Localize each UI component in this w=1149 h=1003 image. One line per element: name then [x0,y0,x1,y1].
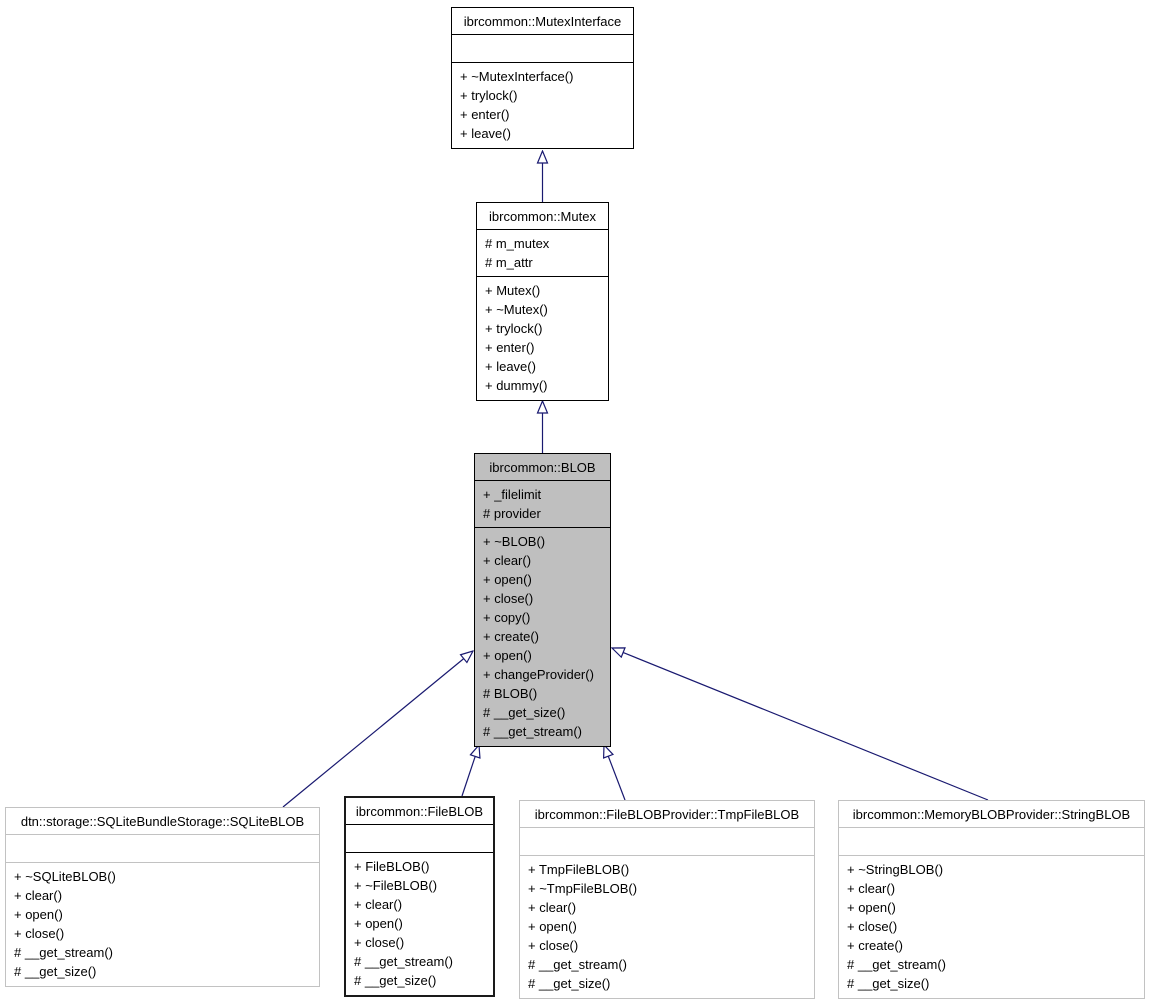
method-label: + copy() [483,610,531,625]
method-label: # __get_stream() [354,954,453,969]
class-title: dtn::storage::SQLiteBundleStorage::SQLit… [20,814,305,829]
methods-section: + ~BLOB() + clear() + open() + close() +… [475,527,610,746]
attribute-label: # provider [483,506,541,521]
edge-sqliteblob-to-blob [282,651,473,808]
method-label: # __get_size() [847,976,930,991]
method-label: + clear() [528,900,577,915]
method-label: # __get_stream() [483,724,582,739]
edge-fileblob-to-blob [461,745,479,797]
method-label: + Mutex() [485,283,541,298]
method-label: + trylock() [460,88,518,103]
method-label: + FileBLOB() [354,859,430,874]
method-label: + ~BLOB() [483,534,546,549]
methods-section: + Mutex() + ~Mutex() + trylock() + enter… [477,276,608,400]
method-label: # __get_size() [528,976,611,991]
method-label: + ~FileBLOB() [354,878,438,893]
method-label: + open() [528,919,577,934]
method-label: + leave() [485,359,536,374]
attributes-section [452,34,633,62]
edge-tmpfileblob-to-blob [604,745,626,801]
class-title: ibrcommon::MemoryBLOBProvider::StringBLO… [852,807,1131,822]
method-label: # __get_stream() [528,957,627,972]
attribute-label: + _filelimit [483,487,542,502]
method-label: + open() [847,900,896,915]
method-label: + ~StringBLOB() [847,862,944,877]
attributes-section: # m_mutex # m_attr [477,229,608,276]
edge-stringblob-to-blob [612,648,989,801]
method-label: + clear() [14,888,63,903]
method-label: + open() [354,916,403,931]
class-box-stringblob[interactable]: ibrcommon::MemoryBLOBProvider::StringBLO… [838,800,1145,999]
method-label: + create() [483,629,539,644]
attributes-section [839,827,1144,855]
method-label: + enter() [485,340,535,355]
method-label: + ~Mutex() [485,302,548,317]
methods-section: + TmpFileBLOB() + ~TmpFileBLOB() + clear… [520,855,814,998]
method-label: + TmpFileBLOB() [528,862,630,877]
method-label: + ~TmpFileBLOB() [528,881,638,896]
class-title: ibrcommon::MutexInterface [463,14,622,29]
method-label: + close() [14,926,65,941]
method-label: # __get_size() [483,705,566,720]
method-label: + enter() [460,107,510,122]
method-label: + close() [483,591,534,606]
method-label: + changeProvider() [483,667,594,682]
methods-section: + FileBLOB() + ~FileBLOB() + clear() + o… [346,852,493,995]
method-label: + clear() [483,553,532,568]
method-label: + close() [528,938,579,953]
class-box-mutexinterface[interactable]: ibrcommon::MutexInterface + ~MutexInterf… [451,7,634,149]
class-title: ibrcommon::FileBLOBProvider::TmpFileBLOB [534,807,800,822]
method-label: + create() [847,938,903,953]
method-label: + clear() [354,897,403,912]
class-box-sqliteblob[interactable]: dtn::storage::SQLiteBundleStorage::SQLit… [5,807,320,987]
methods-section: + ~StringBLOB() + clear() + open() + clo… [839,855,1144,998]
method-label: # BLOB() [483,686,538,701]
method-label: + open() [483,572,532,587]
attributes-section: + _filelimit # provider [475,480,610,527]
attribute-label: # m_attr [485,255,533,270]
class-title: ibrcommon::FileBLOB [355,804,484,819]
method-label: # __get_stream() [14,945,113,960]
method-label: + close() [354,935,405,950]
class-box-tmpfileblob[interactable]: ibrcommon::FileBLOBProvider::TmpFileBLOB… [519,800,815,999]
method-label: + trylock() [485,321,543,336]
method-label: + dummy() [485,378,548,393]
attributes-section [520,827,814,855]
class-title: ibrcommon::BLOB [489,460,596,475]
attribute-label: # m_mutex [485,236,550,251]
class-title: ibrcommon::Mutex [489,209,596,224]
methods-section: + ~SQLiteBLOB() + clear() + open() + clo… [6,862,319,986]
class-box-fileblob[interactable]: ibrcommon::FileBLOB + FileBLOB() + ~File… [344,796,495,997]
method-label: + close() [847,919,898,934]
method-label: + clear() [847,881,896,896]
class-box-mutex[interactable]: ibrcommon::Mutex # m_mutex # m_attr + Mu… [476,202,609,401]
method-label: + open() [483,648,532,663]
method-label: + ~SQLiteBLOB() [14,869,116,884]
method-label: + open() [14,907,63,922]
method-label: # __get_size() [354,973,437,988]
method-label: # __get_size() [14,964,97,979]
class-box-blob-current: ibrcommon::BLOB + _filelimit # provider … [474,453,611,747]
attributes-section [346,824,493,852]
methods-section: + ~MutexInterface() + trylock() + enter(… [452,62,633,148]
method-label: + leave() [460,126,511,141]
method-label: # __get_stream() [847,957,946,972]
method-label: + ~MutexInterface() [460,69,574,84]
attributes-section [6,834,319,862]
